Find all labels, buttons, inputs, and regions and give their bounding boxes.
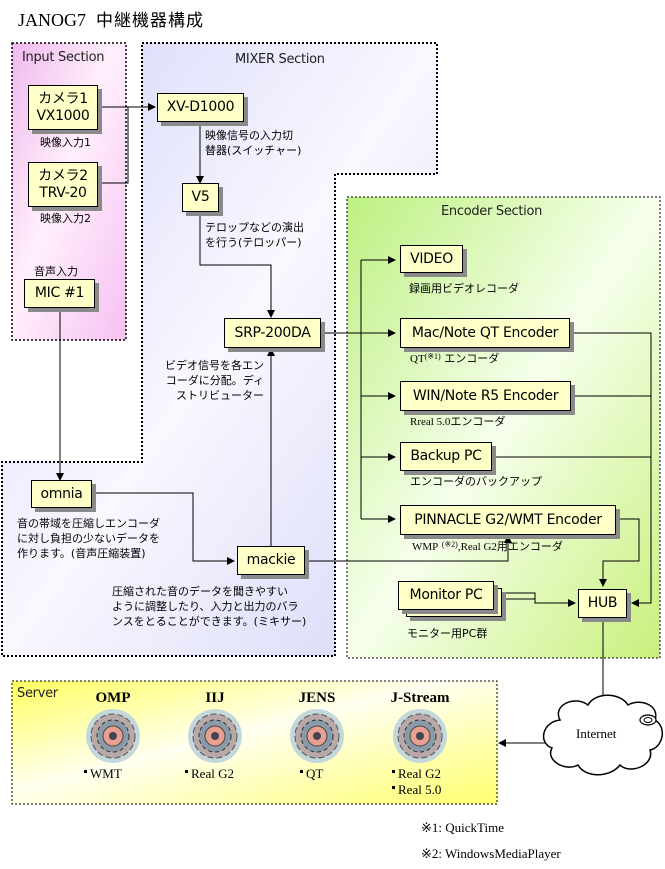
cloud-icon <box>542 694 664 776</box>
pinnacle-encoder-box[interactable]: PINNACLE G2/WMT Encoder <box>400 505 616 535</box>
protocol-label: Real 5.0 <box>398 782 442 798</box>
server-name-jstream: J-Stream <box>390 690 450 706</box>
win-r5-note: Rreal 5.0エンコーダ <box>410 416 506 428</box>
server-disc-icon <box>290 709 344 763</box>
connector-mackie-pinnacle <box>305 535 512 562</box>
mac-qt-note-a: QT <box>410 353 425 365</box>
mackie-note-line: ように調整したり、入力と出力のバラ <box>112 599 299 613</box>
protocol-label: Real G2 <box>398 766 441 781</box>
omnia-note-line: に対し負担の少ないデータを <box>17 531 160 545</box>
srp200da-box[interactable]: SRP-200DA <box>224 318 321 348</box>
internet-label: Internet <box>576 726 617 741</box>
footnote-1: ※1: QuickTime <box>421 820 505 835</box>
title-sub: 中継機器構成 <box>96 11 205 31</box>
omnia-box[interactable]: omnia <box>31 480 92 508</box>
xvd1000-note-line: 映像信号の入力切 <box>205 129 293 142</box>
srp200da-note-line: ビデオ信号を各エン <box>165 359 264 372</box>
protocol-item: WMT <box>84 766 122 782</box>
v5-note: テロップなどの演出 を行う(テロッパー) <box>205 221 304 251</box>
omnia-note-line: 音の帯域を圧縮しエンコーダ <box>17 517 160 530</box>
protocol-label: QT <box>306 766 324 781</box>
monitor-pc-box[interactable]: Monitor PC <box>398 581 494 610</box>
protocol-item: Real G2 <box>392 766 441 782</box>
input-section-label: Input Section <box>22 50 105 65</box>
xvd1000-note-line: 替器(スイッチャー) <box>205 143 302 157</box>
server-disc-icon <box>86 709 140 763</box>
srp200da-note: ビデオ信号を各エン コーダに分配。ディ ストリビューター <box>154 359 264 404</box>
camera2-note: 映像入力2 <box>40 212 91 225</box>
protocol-label: Real G2 <box>191 766 234 781</box>
mackie-note-line: ンスをとることができます。(ミキサー) <box>112 614 307 628</box>
srp200da-note-line: コーダに分配。ディ <box>165 373 264 387</box>
mic-note: 音声入力 <box>34 265 78 278</box>
v5-note-line: テロップなどの演出 <box>205 221 304 234</box>
camera1-note: 映像入力1 <box>40 136 91 149</box>
mac-qt-note: QT(※1) エンコーダ <box>410 352 499 367</box>
hub-box[interactable]: HUB <box>578 589 627 618</box>
srp200da-note-line: ストリビューター <box>176 388 264 402</box>
mackie-note: 圧縮された音のデータを聞きやすい ように調整したり、入力と出力のバラ ンスをとる… <box>112 585 306 630</box>
footnote-2: ※2: WindowsMediaPlayer <box>421 846 561 861</box>
server-protocols-jens: QT <box>300 766 323 782</box>
pinnacle-note: WMP (※2),Real G2用エンコーダ <box>412 540 563 555</box>
v5-box[interactable]: V5 <box>182 183 219 212</box>
server-name-jens: JENS <box>298 690 336 706</box>
xvd1000-box[interactable]: XV-D1000 <box>157 93 244 122</box>
monitor-pc-note: モニター用PC群 <box>407 627 488 640</box>
video-note: 録画用ビデオレコーダ <box>409 282 519 295</box>
mac-qt-encoder-box[interactable]: Mac/Note QT Encoder <box>400 318 570 348</box>
camera2-box[interactable]: カメラ2 TRV-20 <box>28 162 98 207</box>
omnia-note: 音の帯域を圧縮しエンコーダ に対し負担の少ないデータを 作ります。(音声圧縮装置… <box>17 517 160 562</box>
mic-box[interactable]: MIC #1 <box>24 279 95 308</box>
server-disc-icon <box>188 709 242 763</box>
win-r5-encoder-box[interactable]: WIN/Note R5 Encoder <box>400 381 571 411</box>
protocol-item: QT <box>300 766 323 782</box>
video-box[interactable]: VIDEO <box>400 245 463 273</box>
connector-omnia-mackie <box>92 492 235 565</box>
backup-pc-box[interactable]: Backup PC <box>400 442 492 471</box>
encoder-section-label: Encoder Section <box>441 204 543 219</box>
title-main: JANOG7 <box>18 10 87 30</box>
connector-encoders-hub <box>570 332 652 607</box>
pinnacle-note-a: WMP <box>412 541 439 553</box>
footnote-ref: (※1) <box>424 352 441 361</box>
mac-qt-note-b: エンコーダ <box>444 352 500 365</box>
omnia-note-line: 作ります。(音声圧縮装置) <box>17 546 146 560</box>
server-protocols-iij: Real G2 <box>185 766 234 782</box>
server-protocols-jstream: Real G2 Real 5.0 <box>392 766 441 799</box>
protocol-label: WMT <box>90 766 122 781</box>
pinnacle-note-b: ,Real G2用エンコーダ <box>457 541 563 553</box>
connector-camera2-xvd <box>99 107 129 184</box>
camera1-label: カメラ1 <box>38 91 88 108</box>
backup-pc-note: エンコーダのバックアップ <box>410 475 542 488</box>
mackie-box[interactable]: mackie <box>237 546 305 575</box>
protocol-item: Real G2 <box>185 766 234 782</box>
connector-v5-srp <box>199 212 275 318</box>
server-name-iij: IIJ <box>205 690 225 706</box>
camera1-model: VX1000 <box>36 107 90 124</box>
footnote-ref: (※2) <box>441 540 458 549</box>
camera2-label: カメラ2 <box>38 168 88 185</box>
server-protocols-omp: WMT <box>84 766 122 782</box>
mackie-note-line: 圧縮された音のデータを聞きやすい <box>112 585 288 598</box>
xvd1000-note: 映像信号の入力切 替器(スイッチャー) <box>205 129 301 159</box>
camera1-box[interactable]: カメラ1 VX1000 <box>28 85 98 130</box>
v5-note-line: を行う(テロッパー) <box>205 235 302 249</box>
mixer-section-label: MIXER Section <box>235 52 325 67</box>
server-section-label: Server <box>17 686 58 701</box>
server-disc-icon <box>393 709 447 763</box>
camera2-model: TRV-20 <box>39 184 87 201</box>
page-title: JANOG7 中継機器構成 <box>18 6 204 31</box>
server-name-omp: OMP <box>95 690 131 706</box>
protocol-item: Real 5.0 <box>392 782 441 798</box>
mixer-section-region <box>1 42 438 657</box>
